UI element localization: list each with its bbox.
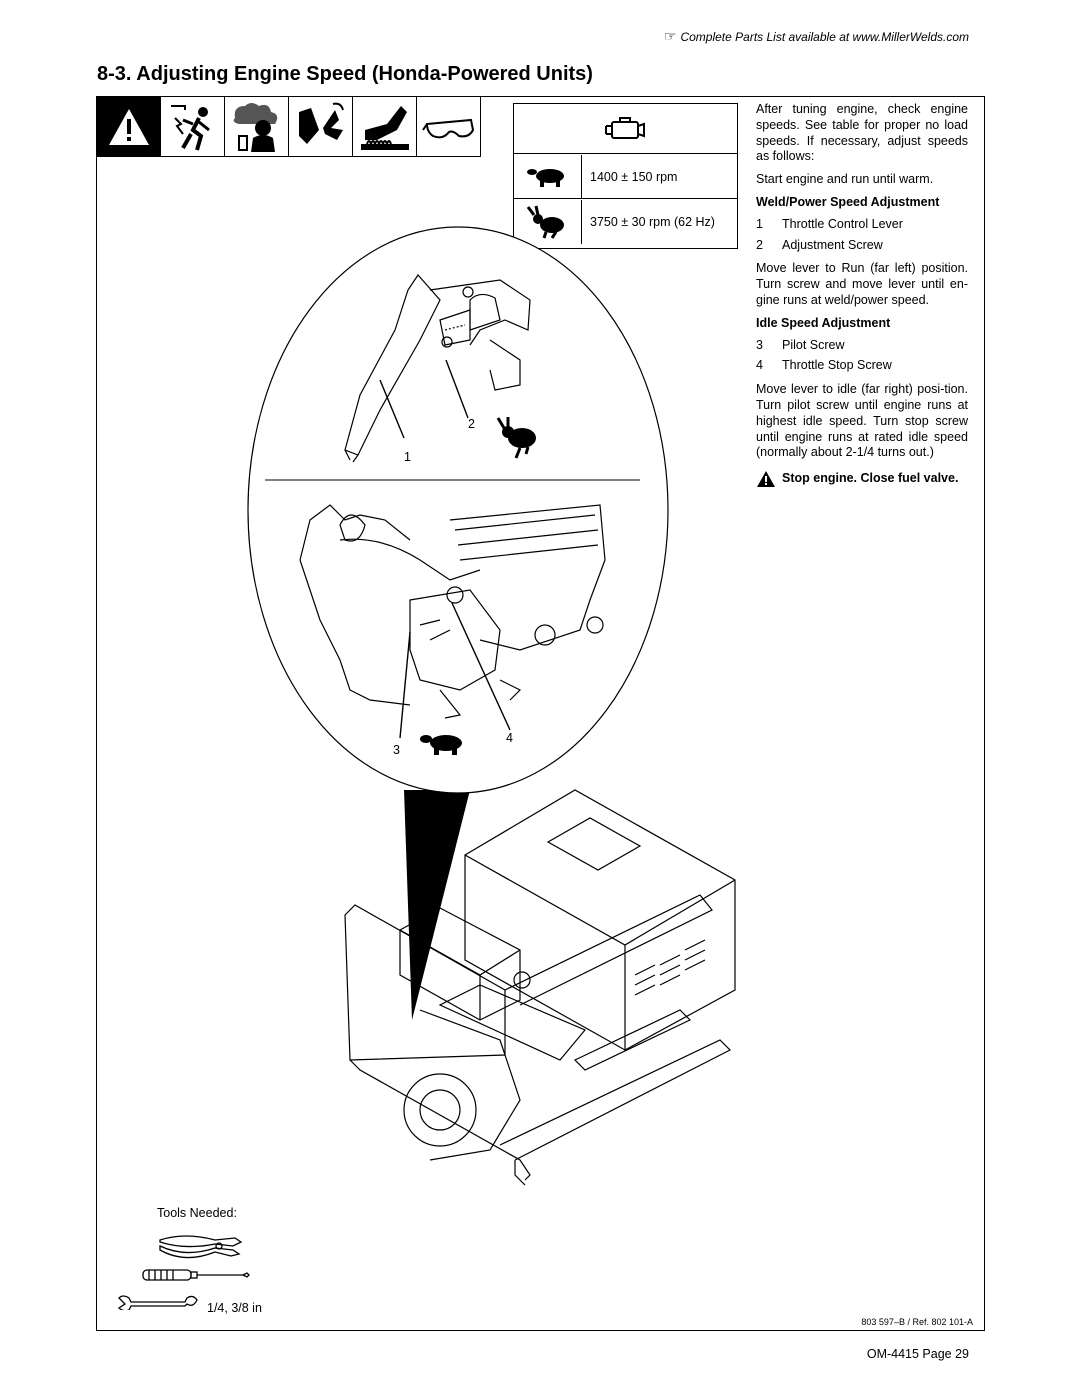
idle-speed-value: 1400 ± 150 rpm <box>590 169 678 184</box>
callout-3: 3 <box>393 743 400 757</box>
idle-speed-text: Move lever to idle (far right) posi-tion… <box>756 382 968 460</box>
magnifier-cone <box>404 790 470 1020</box>
warning-icon <box>757 471 775 488</box>
weld-speed-text: Move lever to Run (far left) position. T… <box>756 261 968 307</box>
stop-engine-warning: Stop engine. Close fuel valve. <box>756 471 968 488</box>
detail-oval <box>247 226 669 794</box>
electric-shock-icon <box>161 97 225 157</box>
screwdriver-icon <box>142 1269 250 1281</box>
wrench-icon <box>117 1295 198 1310</box>
callout-1: 1 <box>404 450 411 464</box>
wrench-size-label: 1/4, 3/8 in <box>207 1301 262 1315</box>
hot-parts-icon <box>353 97 417 157</box>
instructions-column: After tuning engine, check engine speeds… <box>756 102 968 488</box>
intro-text: After tuning engine, check engine speeds… <box>756 102 968 164</box>
safety-glasses-icon <box>417 97 481 157</box>
generator-drawing <box>344 789 736 1186</box>
page-number: OM-4415 Page 29 <box>866 1347 969 1361</box>
callout-2: 2 <box>468 417 475 431</box>
turtle-icon <box>420 735 462 755</box>
pointing-hand-icon: ☞ <box>663 28 677 44</box>
hazard-strip <box>97 97 481 157</box>
turtle-idle-icon <box>514 154 582 199</box>
weld-speed-heading: Weld/Power Speed Adjustment <box>756 194 940 209</box>
warning-triangle-icon <box>97 97 161 157</box>
carburetor-drawing <box>299 504 606 719</box>
parts-list-note: ☞Complete Parts List available at www.Mi… <box>664 28 969 45</box>
moving-parts-icon <box>289 97 353 157</box>
fumes-gases-icon <box>225 97 289 157</box>
content-frame <box>96 96 985 1331</box>
rabbit-icon <box>496 417 536 459</box>
art-reference: 803 597–B / Ref. 802 101-A <box>861 1317 973 1327</box>
run-speed-row: 3750 ± 30 rpm (62 Hz) <box>514 200 737 244</box>
engine-icon <box>514 104 737 154</box>
pliers-icon <box>159 1235 243 1259</box>
idle-speed-heading: Idle Speed Adjustment <box>756 315 891 330</box>
run-speed-value: 3750 ± 30 rpm (62 Hz) <box>590 215 715 229</box>
tools-needed-label: Tools Needed: <box>157 1206 237 1220</box>
tools-group <box>117 1235 250 1310</box>
callout-4: 4 <box>506 731 513 745</box>
parts-list-text: Complete Parts List available at www.Mil… <box>680 30 969 44</box>
section-title: 8-3. Adjusting Engine Speed (Honda-Power… <box>97 63 593 85</box>
idle-speed-row: 1400 ± 150 rpm <box>514 154 737 199</box>
engine-speed-table: 1400 ± 150 rpm 3750 ± 30 rpm (62 Hz) <box>513 103 738 249</box>
rabbit-run-icon <box>514 200 582 244</box>
start-text: Start engine and run until warm. <box>756 172 934 187</box>
warning-text: Stop engine. Close fuel valve. <box>782 471 959 486</box>
throttle-linkage-drawing <box>344 274 531 463</box>
engine-illustration: 2 1 3 4 <box>247 226 736 1186</box>
